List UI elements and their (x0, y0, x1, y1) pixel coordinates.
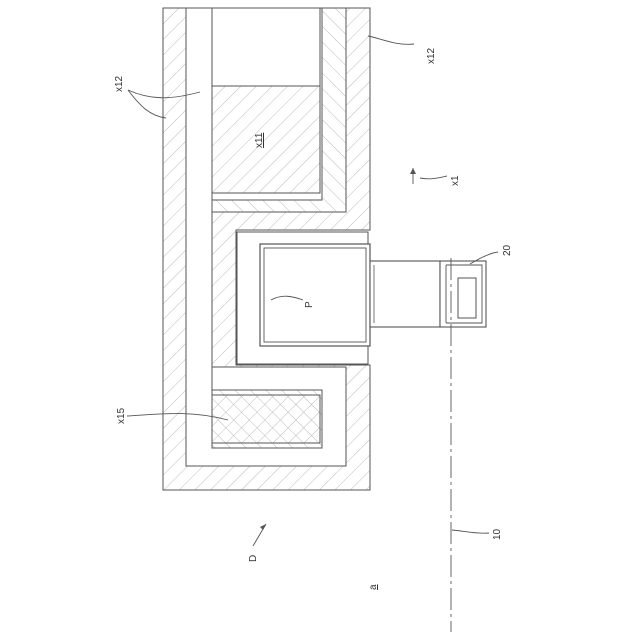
label-x15: x15 (116, 407, 127, 424)
label-p: P (304, 301, 315, 308)
leader-10 (452, 530, 489, 533)
leader-x1 (420, 176, 447, 179)
label-x12-right: x12 (426, 47, 437, 64)
device-20-clip (458, 278, 476, 318)
label-x12-left: x12 (114, 75, 125, 92)
block-x11 (212, 86, 320, 193)
label-x11: x11 (254, 132, 265, 148)
device-20-body (370, 261, 440, 327)
leader-x12-right (368, 36, 414, 44)
arrow-d-icon (253, 524, 266, 546)
leader-x12-left-b (128, 90, 166, 118)
label-a: a (368, 584, 379, 590)
label-20: 20 (502, 244, 513, 256)
label-d: D (248, 555, 259, 562)
block-x15 (212, 395, 320, 443)
label-10: 10 (492, 528, 503, 540)
arrow-x1-icon (410, 168, 416, 184)
package-p-outer (260, 244, 370, 346)
label-x1: x1 (450, 175, 461, 186)
